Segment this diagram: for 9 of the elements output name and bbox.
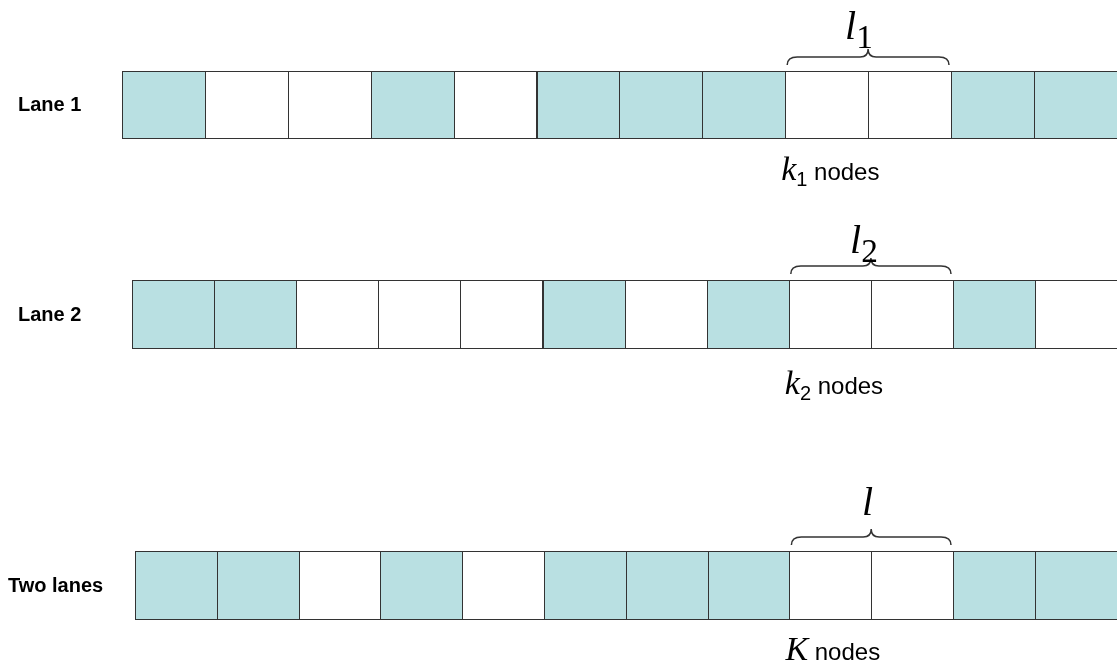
length-symbol: l$_{1}$ — [845, 2, 873, 56]
lane-label: Lane 1 — [18, 93, 82, 116]
length-symbol: l$_{2}$ — [850, 216, 878, 270]
lane-label: Two lanes — [8, 573, 104, 597]
length-symbol: l — [862, 478, 874, 525]
node-count-label: k$_{2}$ nodes — [784, 364, 884, 405]
node-count-label: K nodes — [785, 630, 881, 668]
lane-label: Lane 2 — [18, 302, 82, 326]
node-count-label: k$_{1}$ nodes — [781, 150, 880, 191]
